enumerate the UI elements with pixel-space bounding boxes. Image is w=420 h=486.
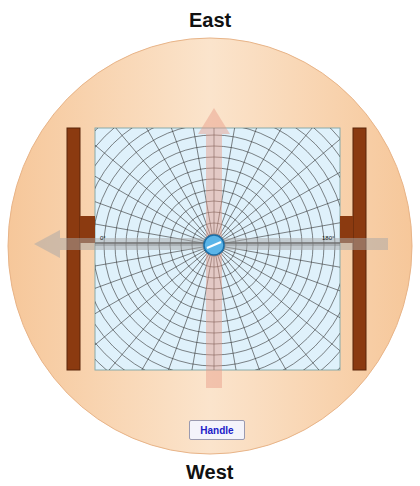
grid-ray: [214, 245, 340, 313]
field-arrow-horizontal: [34, 230, 388, 258]
grid-ring: [95, 128, 340, 370]
grid-ray: [214, 145, 340, 245]
grid-ray: [214, 128, 340, 245]
direction-label: West: [186, 461, 233, 484]
grid-ray: [214, 245, 340, 345]
grid-ray: [95, 245, 214, 370]
turntable-disc: [8, 38, 412, 454]
button-label: Handle: [200, 425, 233, 436]
grid-ray: [114, 245, 214, 370]
grid-ray: [214, 245, 314, 370]
grid-ray: [95, 245, 214, 280]
angle-label: 180°: [322, 235, 334, 241]
grid-ray: [95, 128, 214, 245]
grid-ray: [95, 128, 214, 245]
direction-label: East: [189, 9, 231, 32]
grid-ray: [214, 245, 340, 280]
angle-label: 0°: [100, 235, 106, 241]
grid-ray: [214, 177, 340, 245]
polar-grid: [95, 128, 340, 370]
grid-ray: [214, 128, 340, 245]
handle-button: Handle: [189, 420, 245, 440]
compass-needle: [204, 235, 224, 255]
needle-mark: [207, 242, 221, 248]
grid-ray: [95, 245, 214, 370]
